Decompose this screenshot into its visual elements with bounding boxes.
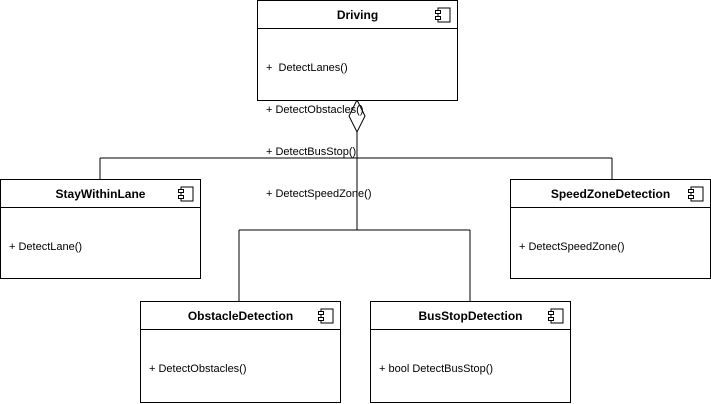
- driving-operations: + DetectLanes() + DetectObstacles() + De…: [266, 33, 371, 229]
- speed-zone-detection-component[interactable]: SpeedZoneDetection + DetectSpeedZone(): [510, 179, 711, 279]
- bus-stop-detection-component[interactable]: BusStopDetection + bool DetectBusStop(): [370, 301, 571, 403]
- driving-component[interactable]: Driving + DetectLanes() + DetectObstacle…: [257, 0, 458, 200]
- operation: + DetectObstacles(): [149, 363, 247, 375]
- operation: + DetectObstacles(): [266, 104, 364, 116]
- operation: + DetectBusStop(): [266, 146, 357, 158]
- component-icon: [318, 308, 334, 324]
- speed-zone-detection-operations: + DetectSpeedZone(): [519, 212, 624, 282]
- operation: + DetectSpeedZone(): [519, 241, 625, 253]
- bus-stop-detection-operations: + bool DetectBusStop(): [379, 334, 493, 404]
- component-icon: [548, 308, 564, 324]
- operation: + DetectLane(): [9, 241, 83, 253]
- obstacle-detection-component[interactable]: ObstacleDetection + DetectObstacles(): [140, 301, 341, 403]
- bus-stop-detection-title: BusStopDetection: [371, 302, 570, 330]
- stay-within-lane-operations: + DetectLane(): [9, 212, 82, 282]
- operation: + DetectLanes(): [266, 62, 348, 74]
- stay-within-lane-component[interactable]: StayWithinLane + DetectLane(): [0, 179, 201, 279]
- operation: + DetectSpeedZone(): [266, 188, 372, 200]
- operation: + bool DetectBusStop(): [379, 363, 494, 375]
- driving-title: Driving: [258, 1, 457, 29]
- component-icon: [435, 7, 451, 23]
- stay-within-lane-title: StayWithinLane: [1, 180, 200, 208]
- speed-zone-detection-title: SpeedZoneDetection: [511, 180, 710, 208]
- obstacle-detection-operations: + DetectObstacles(): [149, 334, 247, 404]
- component-icon: [688, 186, 704, 202]
- obstacle-detection-title: ObstacleDetection: [141, 302, 340, 330]
- component-icon: [178, 186, 194, 202]
